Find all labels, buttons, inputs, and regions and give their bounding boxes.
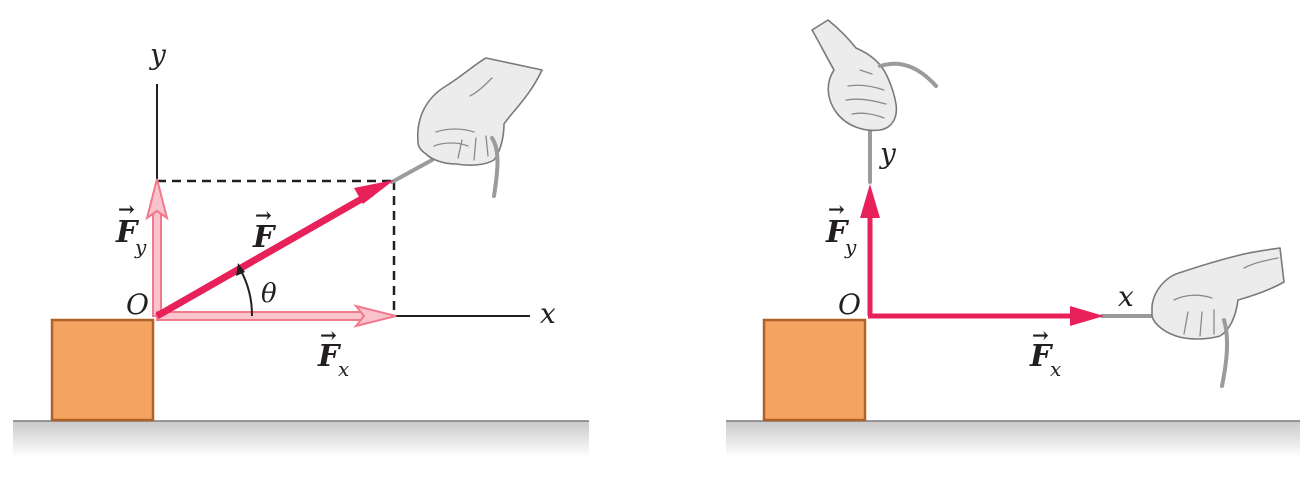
x-axis-label: x xyxy=(540,297,556,330)
fx-label-right: → F x xyxy=(1029,323,1061,381)
y-axis-label: y xyxy=(148,38,167,71)
fx-label: → F x xyxy=(317,323,349,381)
fx-label-subscript: x xyxy=(338,357,349,381)
right-panel: y x O → F y → F x xyxy=(726,19,1300,457)
fy-vector-right xyxy=(860,184,880,316)
origin-label: O xyxy=(126,288,149,321)
fy-component-arrow xyxy=(145,178,169,317)
force-vector xyxy=(155,180,394,320)
fx-component-arrow xyxy=(156,304,397,328)
rope-left xyxy=(390,158,434,184)
fx-label-right-subscript: x xyxy=(1050,357,1061,381)
angle-arrowhead xyxy=(236,263,245,276)
block-left xyxy=(50,318,155,422)
fx-label-letter: F xyxy=(317,339,342,374)
hand-right-icon xyxy=(1151,247,1285,388)
fy-label-subscript: y xyxy=(134,235,147,259)
fx-label-right-letter: F xyxy=(1029,339,1054,374)
hand-top-icon xyxy=(811,19,938,132)
angle-label: θ xyxy=(261,279,277,309)
fy-label-right-arrow: → xyxy=(828,197,845,221)
fy-label-right-letter: F xyxy=(825,215,850,250)
force-label: → F xyxy=(252,203,277,255)
block-right xyxy=(762,318,867,422)
fx-label-right-arrow: → xyxy=(1032,323,1049,347)
fy-label-arrow: → xyxy=(118,197,135,221)
fy-label: → F y xyxy=(115,197,147,259)
force-label-letter: F xyxy=(252,220,277,255)
fy-label-right: → F y xyxy=(825,197,857,259)
fy-label-letter: F xyxy=(115,215,140,250)
fx-label-arrow: → xyxy=(320,323,337,347)
ground-left xyxy=(13,421,589,457)
ground-right xyxy=(726,421,1300,457)
fy-label-right-subscript: y xyxy=(844,235,857,259)
angle-arc xyxy=(239,268,254,317)
force-label-arrow: → xyxy=(255,203,272,227)
y-axis-label-right: y xyxy=(878,137,897,170)
left-panel: y x O θ → F → F y → F x xyxy=(13,38,589,457)
origin-label-right: O xyxy=(838,288,861,321)
x-axis-label-right: x xyxy=(1118,280,1134,313)
hand-icon xyxy=(416,57,543,198)
fx-vector-right xyxy=(868,306,1104,326)
